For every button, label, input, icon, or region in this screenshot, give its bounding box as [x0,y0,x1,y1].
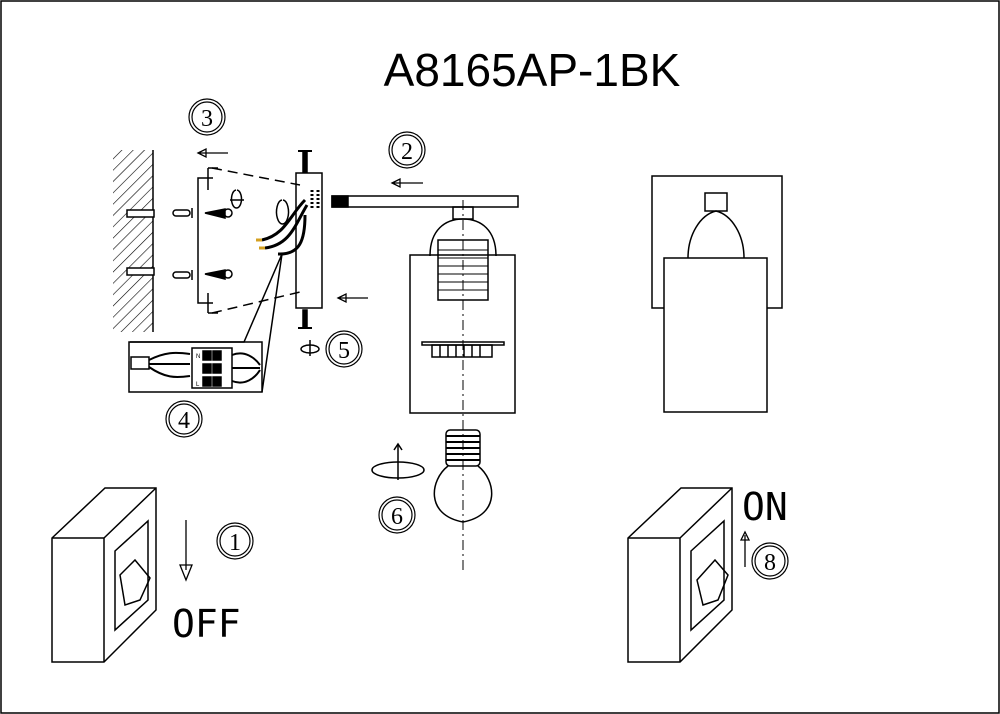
step-2-label: 2 [401,139,413,165]
step-8-label: 8 [764,550,776,576]
terminal-l: L [196,382,200,388]
step-4-label: 4 [178,408,190,434]
back-plate [256,150,323,329]
on-label: ON [742,485,788,529]
step-1-label: 1 [229,530,241,556]
wall-switch-off [51,487,157,663]
mounting-bracket [197,167,244,314]
wall-anchors [172,208,233,280]
assembled-lamp [651,175,783,413]
wall-switch-on [627,487,733,663]
rotate-icon [300,340,425,480]
off-label: OFF [172,602,241,646]
lamp-arm [331,195,519,208]
terminal-block-detail: N L [128,341,263,393]
direction-arrows [179,147,751,582]
terminal-n: N [196,354,200,360]
step-5-label: 5 [338,338,350,364]
step-3-label: 3 [201,106,213,132]
wall [113,150,155,332]
light-bulb [433,429,493,523]
step-6-label: 6 [391,504,403,530]
model-title: A8165AP-1BK [384,44,681,96]
